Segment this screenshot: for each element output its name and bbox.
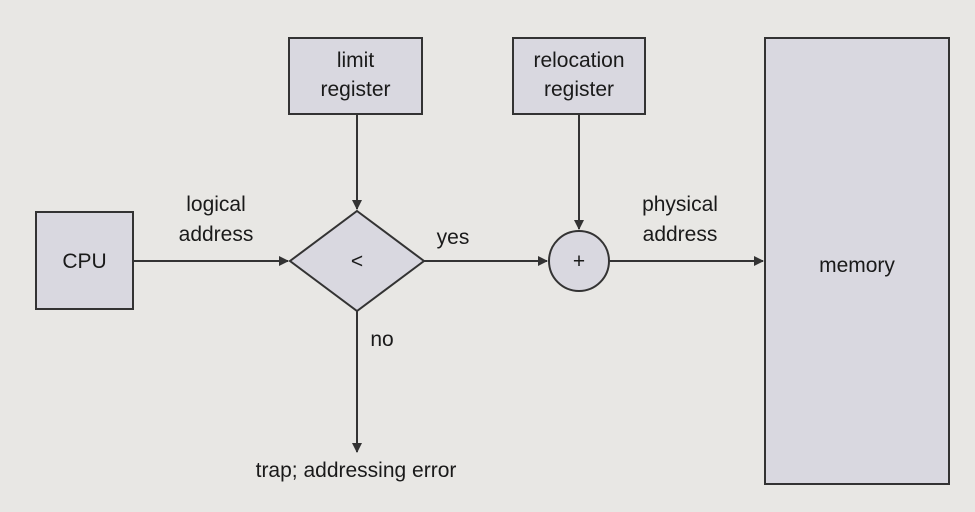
relocation-register-box	[512, 37, 646, 115]
physical-address-label-line1: physical	[642, 193, 718, 216]
cpu-box	[35, 211, 134, 310]
relocation-register-node: relocation register	[512, 37, 646, 115]
limit-register-label-line2: register	[320, 78, 390, 101]
cpu-node: CPU	[35, 211, 134, 310]
relocation-register-label-line2: register	[544, 78, 614, 101]
limit-register-box	[288, 37, 423, 115]
trap-label: trap; addressing error	[256, 459, 457, 482]
adder-node: +	[548, 230, 610, 292]
physical-address-label-line2: address	[643, 223, 718, 246]
limit-register-node: limit register	[288, 37, 423, 115]
memory-box	[764, 37, 950, 485]
compare-node: <	[288, 209, 426, 313]
cpu-label: CPU	[62, 250, 106, 273]
memory-node: memory	[764, 37, 950, 485]
relocation-register-label-line1: relocation	[533, 49, 624, 72]
compare-symbol: <	[351, 250, 363, 273]
yes-label: yes	[437, 226, 470, 249]
no-label: no	[370, 328, 393, 351]
memory-label: memory	[819, 254, 895, 277]
logical-address-label-line2: address	[179, 223, 254, 246]
logical-address-label-line1: logical	[186, 193, 246, 216]
limit-register-label-line1: limit	[337, 49, 374, 72]
adder-symbol: +	[573, 250, 585, 273]
